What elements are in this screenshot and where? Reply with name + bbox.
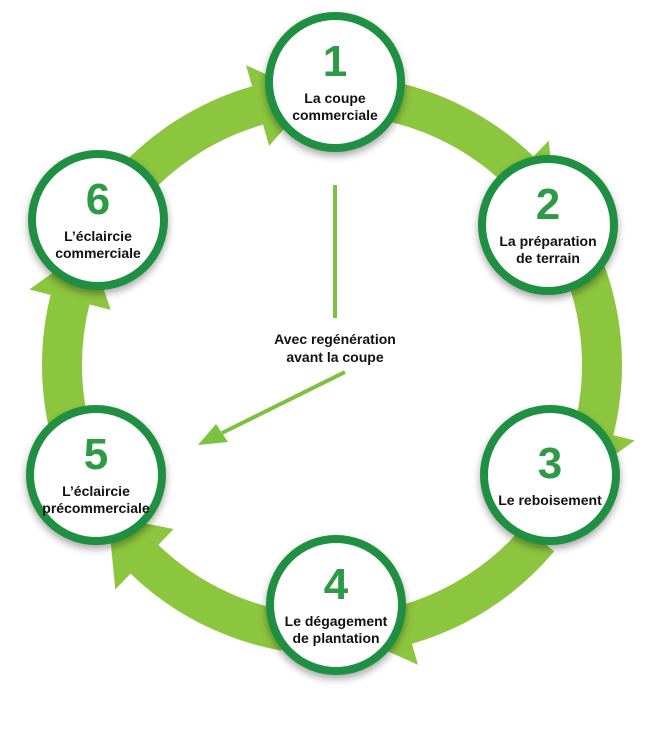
step-6-circle: 6 L’éclaircie commerciale [28, 150, 168, 290]
step-3-label: Le reboisement [491, 492, 609, 509]
connector-line-diagonal [221, 370, 346, 435]
step-6-label: L’éclaircie commerciale [39, 228, 157, 262]
center-note-line1: Avec regénération [274, 331, 396, 347]
step-5-circle: 5 L’éclaircie précommerciale [26, 405, 166, 545]
step-2-number: 2 [535, 180, 561, 229]
cycle-arrow-6-to-1 [109, 65, 314, 205]
step-2-label-line1: La préparation [499, 233, 597, 249]
step-5-label-line1: L’éclaircie [62, 483, 130, 499]
step-1-circle: 1 La coupe commerciale [265, 12, 405, 152]
step-6-number: 6 [85, 175, 111, 224]
center-note: Avec regénération avant la coupe [230, 330, 440, 366]
center-note-line2: avant la coupe [286, 349, 384, 365]
step-5-label: L’éclaircie précommerciale [37, 483, 155, 517]
cycle-arrow-3-to-4 [350, 525, 555, 665]
step-3-circle: 3 Le reboisement [480, 405, 620, 545]
step-2-label: La préparation de terrain [489, 233, 607, 267]
step-2-circle: 2 La préparation de terrain [478, 155, 618, 295]
step-6-label-line2: commerciale [55, 245, 141, 261]
connector-arrowhead-icon [198, 424, 228, 445]
step-4-number: 4 [323, 560, 349, 609]
cycle-arrow-5-to-6 [29, 246, 111, 465]
cycle-arrow-4-to-5 [108, 515, 289, 651]
step-4-circle: 4 Le dégagement de plantation [266, 535, 406, 675]
step-6-label-line1: L’éclaircie [64, 228, 132, 244]
step-4-label-line1: Le dégagement [284, 613, 388, 629]
step-3-number: 3 [537, 438, 563, 488]
step-1-label: La coupe commerciale [276, 90, 394, 124]
step-5-number: 5 [83, 430, 109, 479]
step-3-label-line1: Le reboisement [498, 491, 602, 508]
step-1-number: 1 [322, 37, 348, 86]
step-1-label-line1: La coupe [304, 90, 366, 106]
step-2-label-line2: de terrain [516, 250, 580, 266]
step-4-label: Le dégagement de plantation [277, 613, 395, 647]
step-1-label-line2: commerciale [292, 107, 378, 123]
step-5-label-line2: précommerciale [42, 500, 150, 516]
step-4-label-line2: de plantation [292, 630, 380, 646]
